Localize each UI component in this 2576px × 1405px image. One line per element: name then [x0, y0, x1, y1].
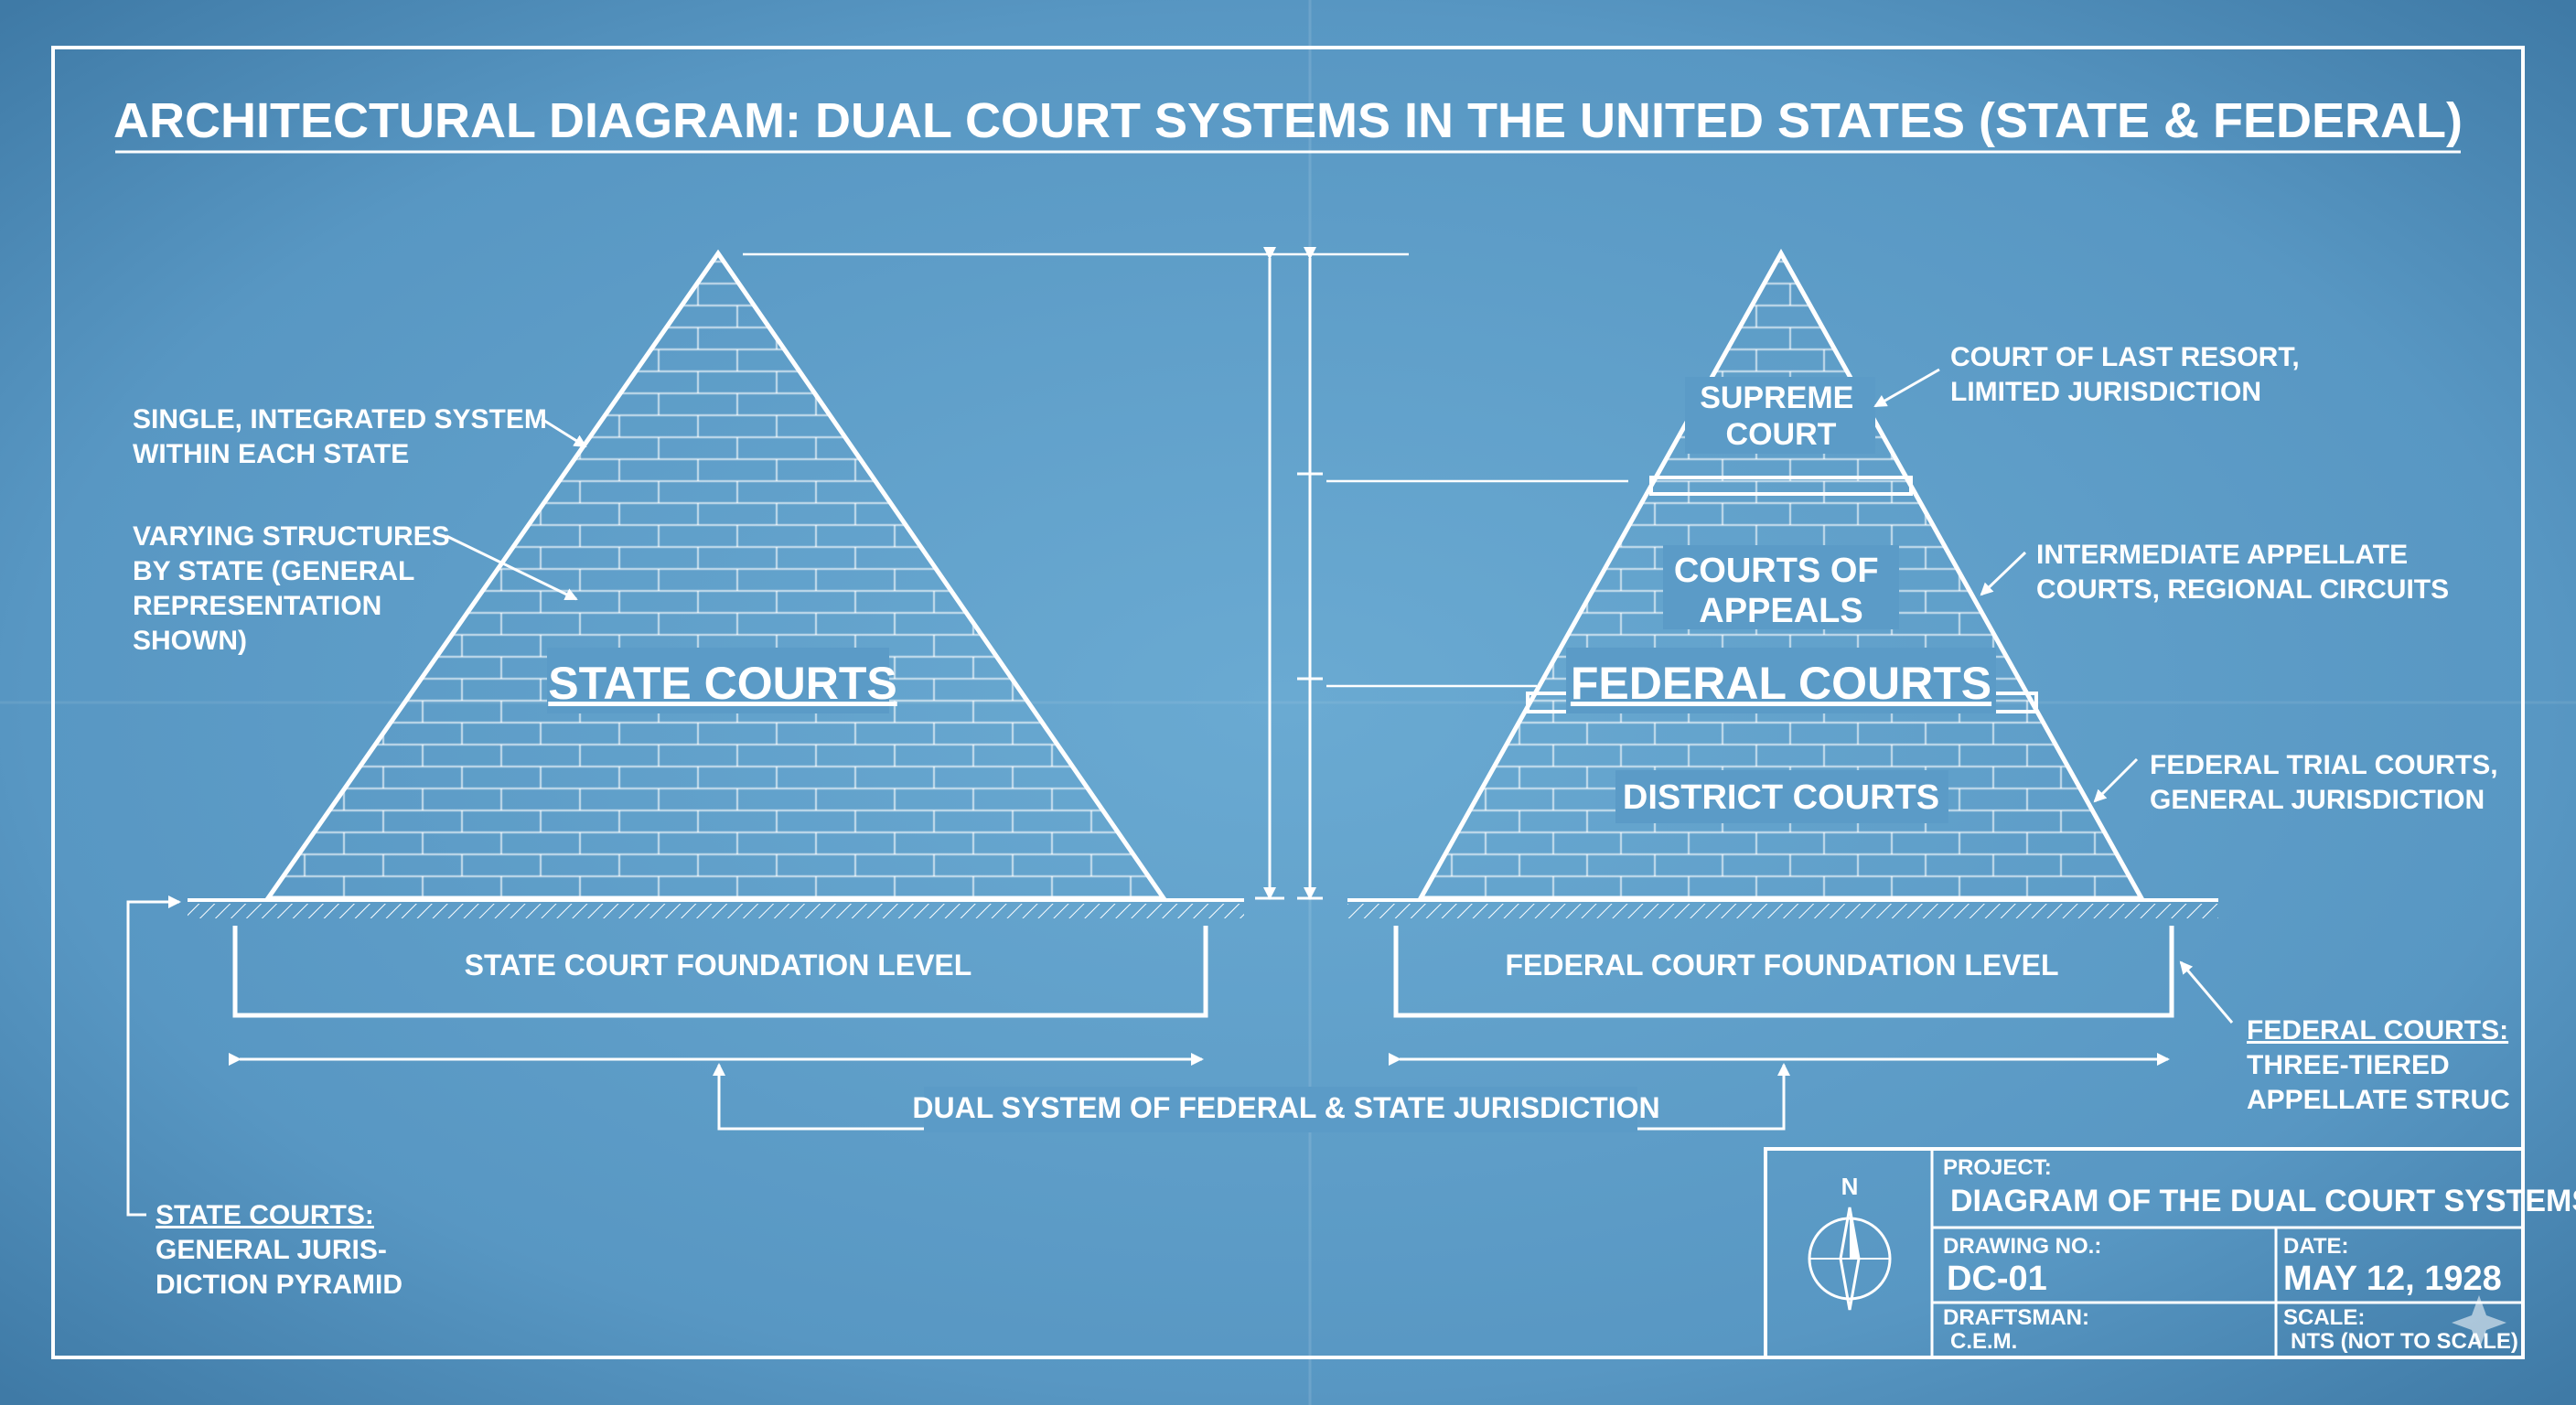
draftsman-value: C.E.M. [1950, 1329, 2017, 1354]
federal-courts-label: FEDERAL COURTS [1571, 658, 1991, 709]
draftsman-label: DRAFTSMAN: [1943, 1305, 2089, 1330]
supreme-label-plate [1685, 377, 1875, 454]
leader-line [1873, 368, 1940, 408]
height-dimensions [743, 247, 1628, 900]
state-foundation-label: STATE COURT FOUNDATION LEVEL [465, 949, 972, 981]
appeals-label-plate [1663, 545, 1899, 629]
supreme-court-label: SUPREME COURT [1700, 381, 1862, 452]
project-label: PROJECT: [1943, 1155, 2052, 1180]
diagram-title: ARCHITECTURAL DIAGRAM: DUAL COURT SYSTEM… [113, 93, 2463, 148]
federal-foundation [1393, 926, 2174, 1018]
courts-of-appeals-label: COURTS OF APPEALS [1674, 552, 1888, 630]
federal-label-plate [1566, 648, 1996, 713]
district-label-plate [1615, 770, 1948, 823]
compass-rose-icon [1808, 1207, 1892, 1311]
leader-line [1980, 551, 2027, 596]
leader-line [126, 896, 181, 1217]
state-courts-label: STATE COURTS [548, 658, 896, 709]
supreme-tier-band [1649, 476, 1913, 496]
dual-label-plate [924, 1087, 1637, 1132]
state-ground-hatch [188, 904, 1244, 918]
drawing-number-value: DC-01 [1947, 1260, 2047, 1298]
state-note-varying: VARYING STRUCTURES BY STATE (GENERAL REP… [133, 521, 457, 656]
project-value: DIAGRAM OF THE DUAL COURT SYSTEMS [1950, 1184, 2576, 1218]
compass-north-label: N [1841, 1173, 1859, 1200]
leader-line [2093, 757, 2139, 803]
drawing-number-label: DRAWING NO.: [1943, 1234, 2101, 1259]
leader-line [445, 534, 578, 601]
state-note-integrated: SINGLE, INTEGRATED SYSTEM WITHIN EACH ST… [133, 404, 554, 469]
federal-note-district: FEDERAL TRIAL COURTS, GENERAL JURISDICTI… [2150, 750, 2506, 815]
federal-foundation-label: FEDERAL COURT FOUNDATION LEVEL [1505, 949, 2058, 981]
dual-system-label: DUAL SYSTEM OF FEDERAL & STATE JURISDICT… [912, 1091, 1659, 1124]
date-value: MAY 12, 1928 [2283, 1260, 2502, 1298]
state-label-plate [547, 648, 889, 713]
federal-note-supreme: COURT OF LAST RESORT, LIMITED JURISDICTI… [1950, 342, 2307, 407]
leader-line [2179, 960, 2234, 1024]
state-foundation [232, 926, 1208, 1018]
district-courts-label: DISTRICT COURTS [1623, 778, 1939, 817]
title-block [1764, 1147, 2525, 1359]
leader-line [541, 417, 587, 448]
federal-ground-hatch [1347, 904, 2218, 918]
date-label: DATE: [2283, 1234, 2349, 1259]
state-note-general: STATE COURTS: GENERAL JURIS- DICTION PYR… [156, 1200, 402, 1300]
federal-note-appeals: INTERMEDIATE APPELLATE COURTS, REGIONAL … [2036, 540, 2449, 605]
drawing-border [51, 46, 2525, 1359]
federal-note-tiered: FEDERAL COURTS: THREE-TIERED APPELLATE S… [2247, 1015, 2516, 1115]
scale-label: SCALE: [2283, 1305, 2365, 1330]
sparkle-icon [2452, 1295, 2506, 1350]
